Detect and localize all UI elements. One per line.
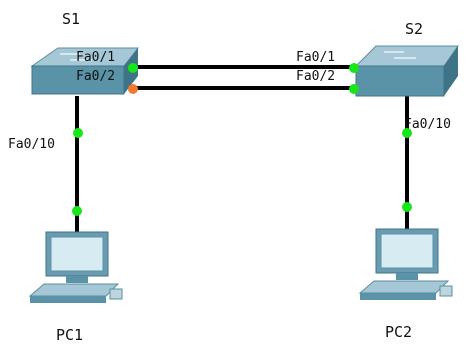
link-light-pc1 (72, 206, 82, 216)
switch-s2-icon[interactable] (354, 45, 459, 97)
device-label-s2: S2 (405, 20, 423, 38)
port-label-s2-fa02: Fa0/2 (296, 69, 335, 84)
link-light-s2-fa010 (402, 128, 412, 138)
pc2-icon[interactable] (358, 228, 453, 300)
link-light-pc2 (402, 202, 412, 212)
port-label-s1-fa02: Fa0/2 (76, 69, 115, 84)
port-label-s2-fa010: Fa0/10 (404, 117, 451, 132)
pc1-icon[interactable] (28, 231, 123, 303)
port-label-s1-fa010: Fa0/10 (8, 137, 55, 152)
link-light-s1-fa02 (128, 84, 138, 94)
link-light-s2-fa01 (349, 63, 359, 73)
port-label-s2-fa01: Fa0/1 (296, 50, 335, 65)
link-light-s1-fa01 (128, 63, 138, 73)
device-label-pc2: PC2 (385, 323, 412, 341)
device-label-pc1: PC1 (56, 326, 83, 344)
link-light-s2-fa02 (349, 84, 359, 94)
device-label-s1: S1 (62, 10, 80, 28)
switch-s1-icon[interactable] (30, 47, 140, 95)
port-label-s1-fa01: Fa0/1 (76, 50, 115, 65)
link-light-s1-fa010 (73, 128, 83, 138)
